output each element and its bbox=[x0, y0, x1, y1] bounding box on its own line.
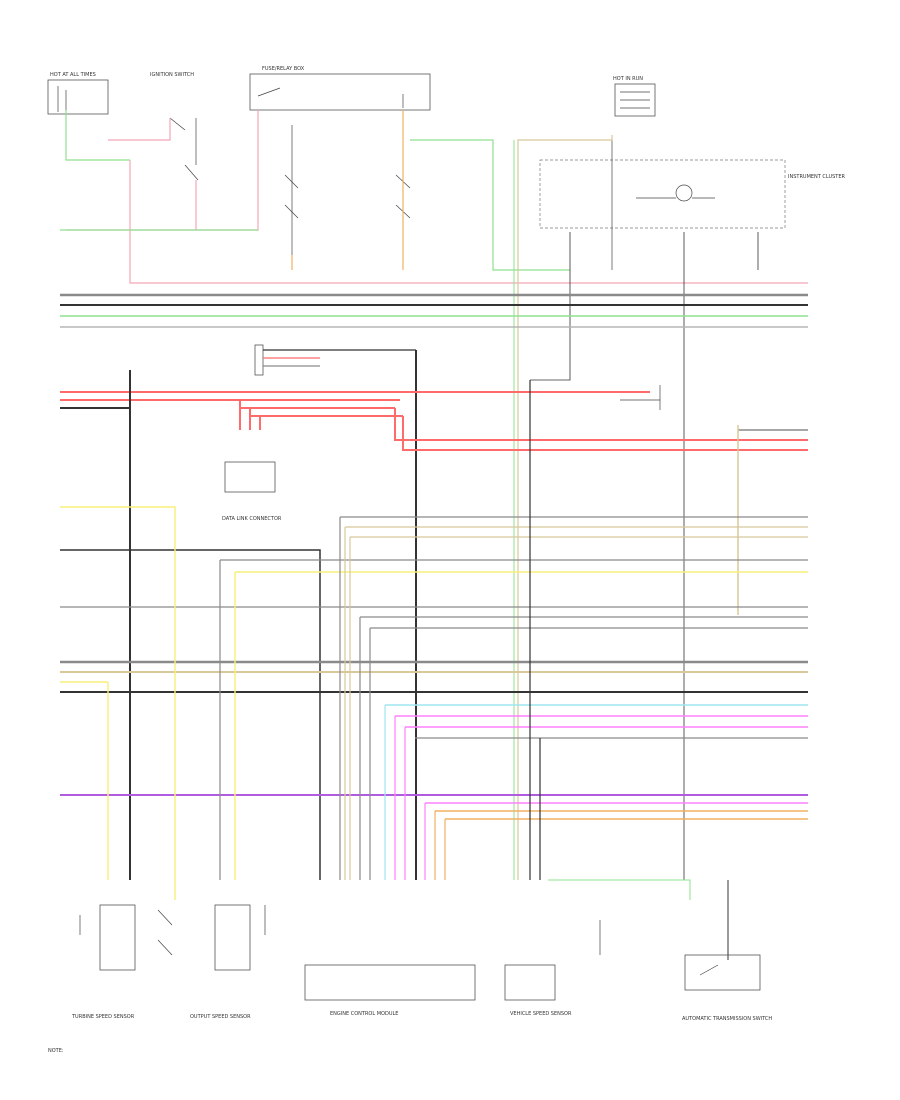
label-trans-switch: AUTOMATIC TRANSMISSION SWITCH bbox=[682, 1016, 772, 1022]
label-fuse-relay-box: FUSE/RELAY BOX bbox=[262, 66, 305, 72]
label-hot-in-run: HOT IN RUN bbox=[613, 76, 643, 82]
mid-connector bbox=[224, 461, 276, 493]
note-label: NOTE: bbox=[48, 1048, 64, 1054]
top-fuse-relay-box: FUSE/RELAY BOX bbox=[249, 66, 431, 111]
ignition-switch-block: IGNITION SWITCH bbox=[150, 72, 199, 181]
switch-mid bbox=[157, 909, 173, 956]
trans-switch-block: AUTOMATIC TRANSMISSION SWITCH bbox=[682, 954, 772, 1022]
instrument-cluster-dashed: INSTRUMENT CLUSTER bbox=[539, 140, 846, 270]
top-left-fuse-block: HOT AT ALL TIMES bbox=[47, 72, 109, 115]
label-ignition-switch: IGNITION SWITCH bbox=[150, 72, 194, 78]
relay-left bbox=[284, 125, 299, 255]
label-turbine-speed-sensor: TURBINE SPEED SENSOR bbox=[71, 1014, 135, 1020]
label-speed-sensor: VEHICLE SPEED SENSOR bbox=[510, 1011, 572, 1017]
label-hot-at-all-times: HOT AT ALL TIMES bbox=[50, 72, 96, 78]
ecm-block: ENGINE CONTROL MODULE bbox=[304, 964, 476, 1017]
label-instrument-cluster: INSTRUMENT CLUSTER bbox=[788, 174, 846, 180]
bus-lower bbox=[60, 516, 808, 880]
top-feed-wires bbox=[60, 110, 808, 880]
mid-section: DATA LINK CONNECTOR bbox=[60, 344, 808, 880]
sensor-b: OUTPUT SPEED SENSOR bbox=[190, 904, 266, 1020]
ecm-drops bbox=[60, 380, 729, 960]
speed-sensor-block: VEHICLE SPEED SENSOR bbox=[504, 920, 601, 1017]
label-output-speed-sensor: OUTPUT SPEED SENSOR bbox=[190, 1014, 251, 1020]
hot-box-right: HOT IN RUN bbox=[613, 76, 656, 117]
label-data-link-connector: DATA LINK CONNECTOR bbox=[222, 516, 282, 522]
sensor-a: TURBINE SPEED SENSOR bbox=[71, 904, 136, 1020]
bus-upper bbox=[60, 293, 808, 328]
label-ecm: ENGINE CONTROL MODULE bbox=[330, 1011, 398, 1017]
